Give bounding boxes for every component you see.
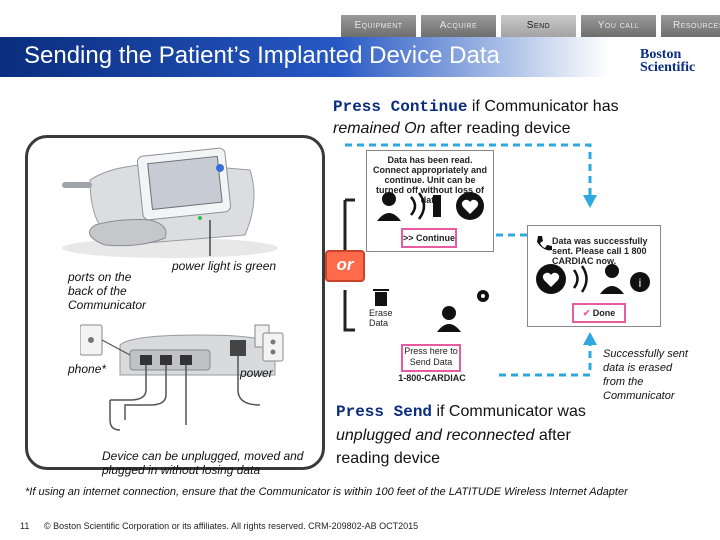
continue-instruction-bold: Press Continue — [333, 98, 468, 116]
continue-instruction-text-a: if Communicator has — [467, 98, 619, 115]
page-number: 11 — [20, 521, 30, 531]
tab-send[interactable]: Send — [500, 14, 577, 38]
tab-acquire[interactable]: Acquire — [420, 14, 497, 38]
communicator-device-image — [62, 147, 278, 258]
page-title: Sending the Patient’s Implanted Device D… — [24, 42, 500, 69]
copyright: © Boston Scientific Corporation or its a… — [44, 521, 419, 531]
logo-line-2: Scientific — [640, 60, 696, 75]
phone-label: phone* — [68, 362, 107, 376]
logo-line-1: Boston — [640, 47, 682, 62]
send-screen: Erase Data Press here to Send Data 1-800… — [366, 285, 494, 383]
erase-data-label[interactable]: Erase Data — [369, 308, 393, 328]
send-instruction-text-a: if Communicator was — [432, 403, 586, 420]
footer: 11 © Boston Scientific Corporation or its… — [20, 521, 418, 531]
tab-you-call[interactable]: You call — [580, 14, 657, 38]
cardiac-number: 1-800-CARDIAC — [398, 373, 466, 383]
nav-tabs: Equipment Acquire Send You call Resource… — [340, 14, 720, 38]
boston-scientific-logo: Boston Scientific — [640, 47, 696, 75]
send-data-button[interactable]: Press here to Send Data — [401, 344, 461, 372]
continue-instruction-em: remained On — [333, 120, 426, 137]
continue-screen: Data has been read. Connect appropriatel… — [366, 150, 494, 252]
gear-icon — [477, 290, 489, 302]
send-instruction: Press Send if Communicator was unplugged… — [336, 400, 606, 470]
send-instruction-text-b: after reading device — [336, 427, 571, 467]
continue-instruction-text-b: after reading device — [425, 120, 571, 137]
continue-screen-message: Data has been read. Connect appropriatel… — [372, 155, 488, 205]
continue-button[interactable]: >> Continue — [401, 228, 457, 248]
send-instruction-bold: Press Send — [336, 403, 433, 421]
nurse-icon — [437, 306, 461, 332]
done-button[interactable]: ✔ Done — [572, 303, 626, 323]
heart-nurse-icons: i — [536, 264, 650, 294]
footnote: *If using an internet connection, ensure… — [25, 486, 628, 498]
trash-icon — [373, 289, 389, 306]
send-instruction-em: unplugged and reconnected — [336, 427, 535, 444]
checkmark-icon: ✔ — [582, 308, 591, 318]
power-light-label: power light is green — [172, 259, 277, 273]
ports-label: ports on the back of the Communicator — [68, 270, 147, 312]
phone-icon — [537, 236, 552, 251]
data-sent-message: Data was successfully sent. Please call … — [552, 236, 648, 266]
nurse-heart-icons — [377, 192, 484, 221]
data-sent-screen: Data was successfully sent. Please call … — [527, 225, 661, 327]
or-badge: or — [325, 250, 365, 282]
continue-instruction: Press Continue if Communicator has remai… — [333, 96, 663, 140]
erase-side-note: Successfully sent data is erased from th… — [603, 348, 688, 402]
done-button-label: Done — [592, 308, 616, 318]
communicator-back-image — [80, 324, 284, 431]
svg-text:i: i — [639, 276, 642, 290]
power-label: power — [240, 366, 273, 380]
title-bar — [0, 37, 610, 77]
tab-equipment[interactable]: Equipment — [340, 14, 417, 38]
tab-resources[interactable]: Resources — [660, 14, 720, 38]
unplug-note: Device can be unplugged, moved and plugg… — [102, 449, 304, 477]
